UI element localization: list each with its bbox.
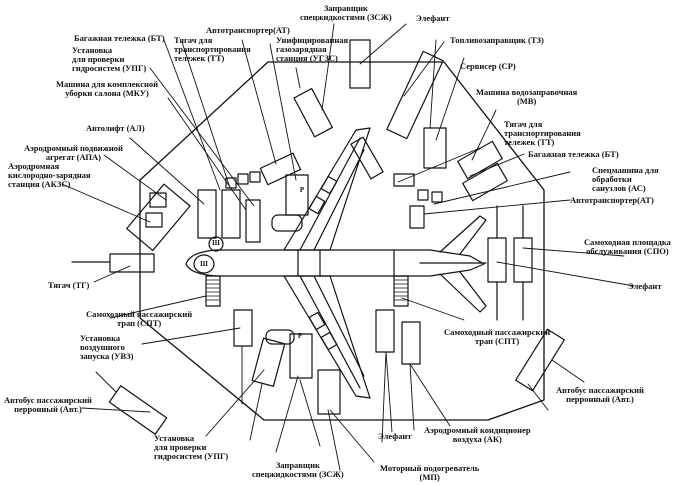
elefant-right	[487, 237, 507, 283]
engine-lower-1	[308, 311, 326, 331]
ak-conditioner	[401, 321, 421, 365]
label-zszh-bottom: Заправщик спецжидкостями (ЗСЖ)	[252, 460, 344, 479]
label-avt-left: Автобус пассажирский перронный (Авт.)	[4, 395, 92, 414]
label-at-top: Автотранспортер(АТ)	[206, 25, 290, 35]
label-mv: Машина водозаправочная (МВ)	[476, 87, 578, 106]
passenger-stair-rear	[393, 275, 409, 307]
label-sr: Сервисер (СР)	[460, 61, 516, 71]
spo-platform	[513, 237, 533, 283]
wing-flap-line	[313, 275, 365, 377]
leader-lines	[61, 23, 635, 471]
engine-upper-2	[320, 175, 338, 195]
bus-right	[515, 328, 565, 392]
stabilizer-lower	[439, 271, 487, 313]
label-tg: Тягач (ТГ)	[48, 280, 90, 290]
wing-flap-line	[313, 149, 365, 251]
label-bt-top: Багажная тележка (БТ)	[74, 33, 165, 43]
zszh-bottom	[289, 333, 313, 379]
label-al: Автолифт (АЛ)	[86, 123, 145, 133]
label-bt-right: Багажная тележка (БТ)	[528, 149, 619, 159]
mku-vehicle	[221, 189, 241, 239]
label-ugzs: Унифицированная газозарядная станция (УГ…	[276, 35, 349, 63]
cockpit	[193, 254, 215, 274]
label-uvz: Установка воздушного запуска (УВЗ)	[80, 333, 134, 361]
bt-cart-2	[237, 173, 249, 185]
bt-cart-3	[249, 171, 261, 183]
label-spt-right: Самоходный пассажирский трап (СПТ)	[444, 327, 551, 346]
label-ak: Аэродромный кондиционер воздуха (АК)	[424, 425, 531, 444]
tt-tug-right	[393, 173, 415, 187]
label-akzs: Аэродромная кислородно-зарядная станция …	[8, 161, 91, 189]
symbol-p-top: Р	[299, 186, 305, 194]
engine-upper-1	[308, 195, 326, 215]
label-upg-bottom: Установка для проверки гидросистем (УПГ)	[154, 433, 229, 461]
label-elefant-bottom: Элефант	[378, 431, 412, 441]
upg-top-vehicle	[245, 199, 261, 243]
apa-unit	[126, 183, 191, 252]
label-mku: Машина для комплексной уборки салона (МК…	[56, 79, 159, 98]
at-transporter-right	[409, 205, 425, 229]
engine-lower-2	[320, 331, 338, 351]
label-spt-left: Самоходный пассажирский трап (СПТ)	[86, 309, 193, 328]
mv-water-truck	[457, 140, 503, 180]
mp-vehicle	[317, 369, 341, 415]
uvz-unit	[233, 309, 253, 347]
symbol-p-bottom: Р	[297, 332, 303, 340]
elefant-bottom	[375, 309, 395, 353]
mp-heater	[265, 329, 295, 345]
upg-bottom	[251, 337, 286, 387]
label-upg-top: Установка для проверки гидросистем (УПГ)	[72, 45, 147, 73]
label-elefant-top: Элефант	[416, 13, 450, 23]
zszh-top	[293, 87, 333, 138]
label-zszh-top: Заправщик спецжидкостями (ЗСЖ)	[300, 3, 392, 22]
elefant-top	[349, 39, 371, 89]
label-avt-right: Автобус пассажирский перронный (Авт.)	[556, 385, 644, 404]
label-elefant-right: Элефант	[628, 281, 662, 291]
cart-link-1	[417, 189, 429, 201]
akzs-cab	[145, 212, 163, 228]
bus-left	[108, 385, 168, 435]
stabilizer-upper	[439, 215, 487, 255]
at-transporter-top	[285, 174, 309, 216]
label-mp: Моторный подогреватель (МП)	[380, 463, 480, 482]
ugzs-vehicle	[350, 136, 384, 180]
label-as: Спецмашина для обработки санузлов (АС)	[592, 165, 659, 193]
apa-cab	[149, 192, 167, 208]
label-tt-right: Тягач для транспортирования тележек (ТТ)	[504, 119, 581, 147]
ugzs-station	[271, 214, 303, 232]
label-tz: Топливозаправщик (ТЗ)	[450, 35, 544, 45]
label-spo: Самоходная площадка обслуживания (СПО)	[584, 237, 671, 256]
cart-link-2	[431, 191, 443, 203]
al-autolift	[197, 189, 217, 239]
service-zone-boundary	[139, 61, 545, 421]
tug-tg	[109, 253, 155, 273]
label-at-right: Автотранспортер(АТ)	[570, 195, 654, 205]
label-apa: Аэродромный подвижной агрегат (АПА)	[24, 143, 123, 162]
fuselage	[185, 249, 485, 277]
sr-servicer	[423, 127, 447, 169]
tt-tug-top	[259, 152, 302, 186]
aircraft	[185, 127, 487, 399]
label-tt-top: Тягач для транспортирования тележек (ТТ)	[174, 35, 251, 63]
symbol-sh-top: Ш	[212, 239, 220, 247]
passenger-stair-front	[205, 275, 221, 307]
symbol-sh-nose: Ш	[200, 260, 208, 268]
